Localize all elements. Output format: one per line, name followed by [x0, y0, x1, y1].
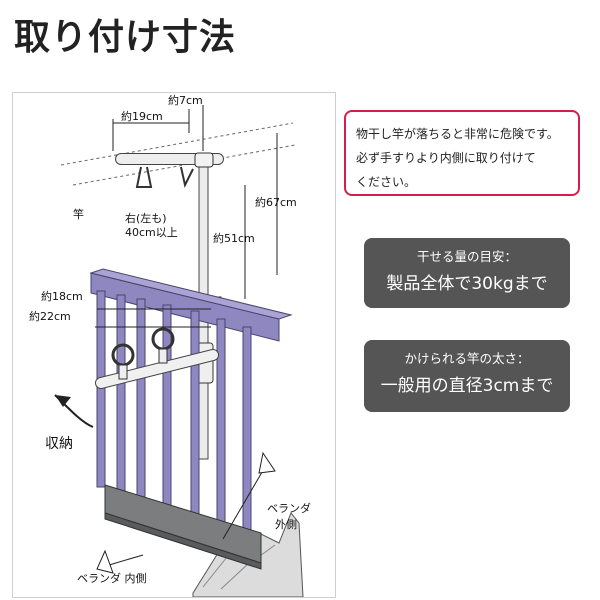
- info-caption: かけられる竿の太さ：: [404, 351, 530, 366]
- label-18cm: 約18cm: [41, 290, 83, 303]
- diagram-illustration: [54, 105, 304, 597]
- label-22cm: 約22cm: [29, 310, 71, 323]
- label-outside-2: 外側: [275, 518, 297, 531]
- label-outside-1: ベランダ: [267, 502, 311, 515]
- label-side-1: 右(左も): [125, 212, 167, 225]
- info-caption: 干せる量の目安：: [416, 249, 517, 264]
- warning-line: 物干し竿が落ちると非常に危険です。: [356, 127, 559, 141]
- info-main: 一般用の直径3cmまで: [380, 376, 554, 396]
- label-side-2: 40cm以上: [125, 226, 178, 239]
- warning-line: 必ず手すりより内側に取り付けて: [356, 151, 536, 165]
- label-pole: 竿: [73, 208, 84, 221]
- label-19cm: 約19cm: [121, 110, 163, 123]
- label-51cm: 約51cm: [213, 232, 255, 245]
- installation-diagram: 約7cm 約19cm 竿 右(左も) 40cm以上 約67cm 約51cm 約1…: [12, 92, 336, 598]
- label-storage: 収納: [45, 436, 73, 452]
- label-inside: ベランダ 内側: [77, 572, 147, 585]
- warning-box: 物干し竿が落ちると非常に危険です。 必ず手すりより内側に取り付けて ください。: [344, 110, 580, 196]
- info-main: 製品全体で30kgまで: [386, 274, 548, 294]
- label-67cm: 約67cm: [255, 196, 297, 209]
- warning-line: ください。: [356, 175, 417, 189]
- info-box-capacity: 干せる量の目安： 製品全体で30kgまで: [364, 238, 570, 308]
- page-title: 取り付け寸法: [14, 17, 237, 58]
- label-7cm: 約7cm: [168, 94, 203, 107]
- info-box-pole-size: かけられる竿の太さ： 一般用の直径3cmまで: [364, 340, 570, 412]
